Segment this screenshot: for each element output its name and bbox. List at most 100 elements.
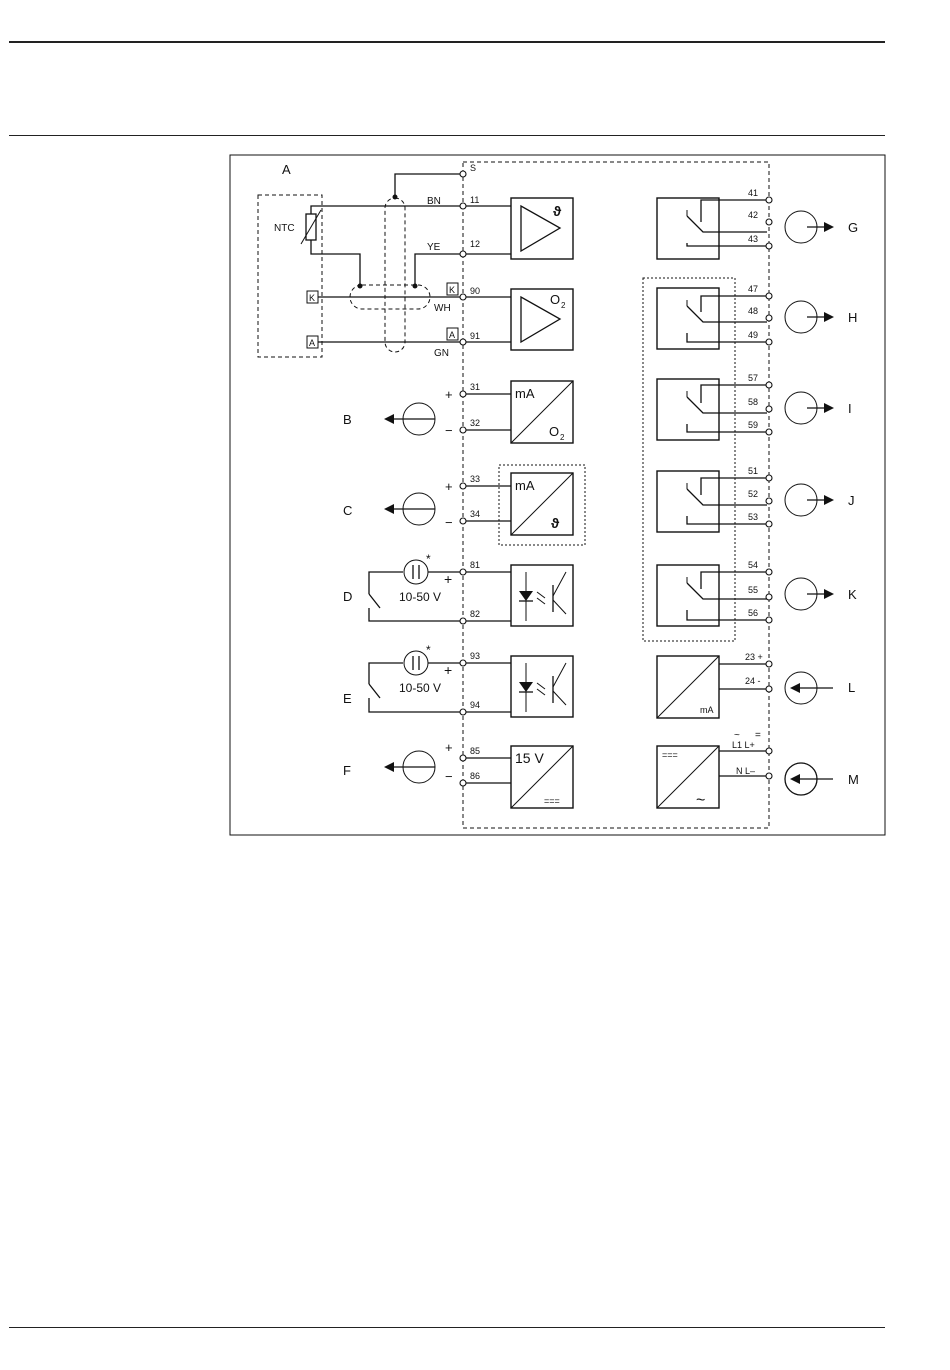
terminal-point [766,661,772,667]
terminal-point [766,406,772,412]
terminal-label-42: 42 [748,210,758,220]
terminal-point [766,748,772,754]
terminal-label-55: 55 [748,585,758,595]
terminal-label-41: 41 [748,188,758,198]
arrow-head-icon [824,495,834,505]
terminal-label-47: 47 [748,284,758,294]
plus-e: + [444,662,452,678]
cable-shield-vertical [385,198,405,352]
arrow-head-icon [384,504,394,514]
minus-c: − [445,515,453,530]
current-input-unit: mA [700,705,714,715]
terminal-point [766,475,772,481]
terminal-point [460,709,466,715]
ntc-label: NTC [274,223,295,234]
relay-block [657,471,719,532]
dc-symbol: === [544,796,560,806]
arrow-head-icon [790,683,800,693]
voltage-d: 10-50 V [399,590,441,604]
power-ac-symbol: ~ [696,792,705,809]
panel-label-a: A [282,162,291,177]
relay-block [657,379,719,440]
star-d: * [426,552,431,566]
wire [369,608,461,621]
label-m: M [848,772,859,787]
voltage-e: 10-50 V [399,681,441,695]
plus-c: + [445,479,453,494]
terminal-label-57: 57 [748,373,758,383]
temp-input-block [511,198,573,259]
wire-label-bn: BN [427,196,441,207]
terminal-label-85: 85 [470,746,480,756]
wire-shield [395,174,461,197]
terminal-label-33: 33 [470,474,480,484]
output-b-bottom: O [549,424,559,439]
arrow-head-icon [824,403,834,413]
output-c-top: mA [515,478,535,493]
junction-dot [393,195,398,200]
terminal-point [460,251,466,257]
terminal-label-59: 59 [748,420,758,430]
terminal-point [766,315,772,321]
terminal-label-23: 23 + [745,652,763,662]
label-d: D [343,589,352,604]
label-l: L [848,680,855,695]
wire-label-wh: WH [434,303,451,314]
relay-label-g: G [848,220,858,235]
terminal-point [766,686,772,692]
relay-block [657,198,719,259]
wire [369,663,403,684]
sensor-k-label: K [309,293,315,303]
arrow-head-icon [384,762,394,772]
switch-d-icon [369,594,380,608]
power-equals: = [755,730,761,741]
arrow-head-icon [790,774,800,784]
terminal-point [460,339,466,345]
terminal-label-34: 34 [470,509,480,519]
terminal-label-90: 90 [470,286,480,296]
terminal-label-24: 24 - [745,676,761,686]
terminal-point [460,171,466,177]
terminal-label-58: 58 [748,397,758,407]
terminal-label-s: S [470,163,476,173]
voltage-source-d-icon [404,560,428,584]
voltage-source-e-icon [404,651,428,675]
wire [369,698,461,712]
output-b-top: mA [515,386,535,401]
arrow-head-icon [824,312,834,322]
terminal-point [460,518,466,524]
terminal-point [766,773,772,779]
terminal-label-93: 93 [470,651,480,661]
wire-bn [311,206,461,214]
label-c: C [343,503,352,518]
terminal-point [766,382,772,388]
terminal-label-49: 49 [748,330,758,340]
terminal-point [460,203,466,209]
terminal-label-91: 91 [470,331,480,341]
terminal-point [766,243,772,249]
star-e: * [426,643,431,657]
supply-15v-label: 15 V [515,750,544,766]
arrow-head-icon [824,589,834,599]
terminal-k-label: K [449,285,455,295]
terminal-point [766,293,772,299]
terminal-point [460,569,466,575]
output-c-bottom: ϑ [551,515,560,531]
relay-block [657,288,719,349]
terminal-label-48: 48 [748,306,758,316]
terminal-label-81: 81 [470,560,480,570]
relay-block [657,565,719,626]
arrow-head-icon [384,414,394,424]
terminal-point [766,569,772,575]
o2-subscript: 2 [561,301,566,310]
terminal-a-label: A [449,330,455,340]
terminal-point [460,660,466,666]
wire-label-gn: GN [434,348,449,359]
sensor-box [258,195,322,357]
terminal-label-l1: L1 L+ [732,740,755,750]
terminal-label-82: 82 [470,609,480,619]
label-b: B [343,412,352,427]
relay-label-k: K [848,587,857,602]
